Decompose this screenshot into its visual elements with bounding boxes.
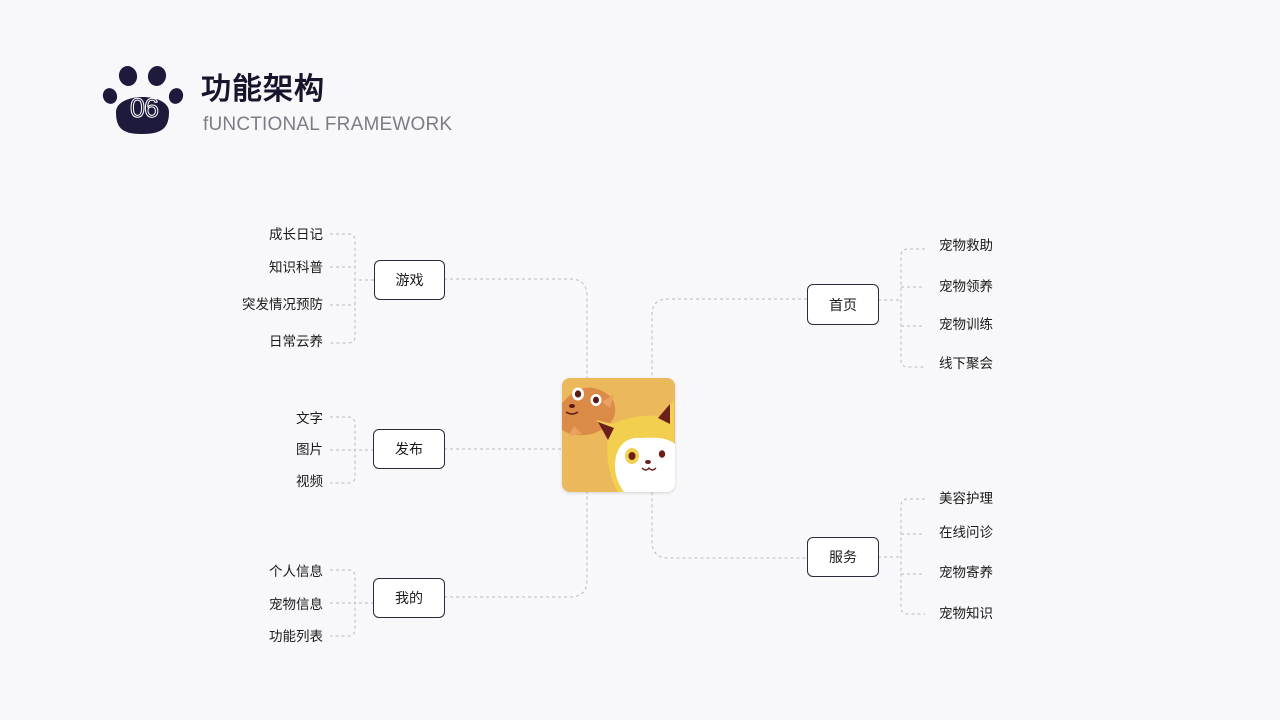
leaf-wode-2: 宠物信息 <box>269 597 323 613</box>
leaf-shouye-4: 线下聚会 <box>939 356 993 372</box>
node-fabu[interactable]: 发布 <box>373 429 445 469</box>
leaf-fabu-2: 图片 <box>296 442 323 458</box>
leaf-shouye-2: 宠物领养 <box>939 279 993 295</box>
paw-logo <box>102 66 184 134</box>
app-icon <box>562 378 675 492</box>
leaf-wode-3: 功能列表 <box>269 629 323 645</box>
leaf-youxi-1: 成长日记 <box>269 227 323 243</box>
page-subtitle: fUNCTIONAL FRAMEWORK <box>203 114 453 135</box>
dog-illustration <box>596 400 675 492</box>
leaf-youxi-3: 突发情况预防 <box>242 297 323 313</box>
node-wode[interactable]: 我的 <box>373 578 445 618</box>
node-youxi[interactable]: 游戏 <box>374 260 445 300</box>
page-title: 功能架构 <box>201 72 325 107</box>
leaf-fuwu-2: 在线问诊 <box>939 525 993 541</box>
node-shouye[interactable]: 首页 <box>807 284 879 325</box>
badge-number: 06 <box>129 93 159 124</box>
leaf-shouye-1: 宠物救助 <box>939 238 993 254</box>
leaf-fabu-1: 文字 <box>296 411 323 427</box>
leaf-fabu-3: 视频 <box>296 474 323 490</box>
leaf-shouye-3: 宠物训练 <box>939 317 993 333</box>
leaf-youxi-4: 日常云养 <box>269 334 323 350</box>
leaf-fuwu-3: 宠物寄养 <box>939 565 993 581</box>
leaf-youxi-2: 知识科普 <box>269 260 323 276</box>
leaf-fuwu-1: 美容护理 <box>939 491 993 507</box>
leaf-wode-1: 个人信息 <box>269 564 323 580</box>
leaf-fuwu-4: 宠物知识 <box>939 606 993 622</box>
node-fuwu[interactable]: 服务 <box>807 537 879 577</box>
